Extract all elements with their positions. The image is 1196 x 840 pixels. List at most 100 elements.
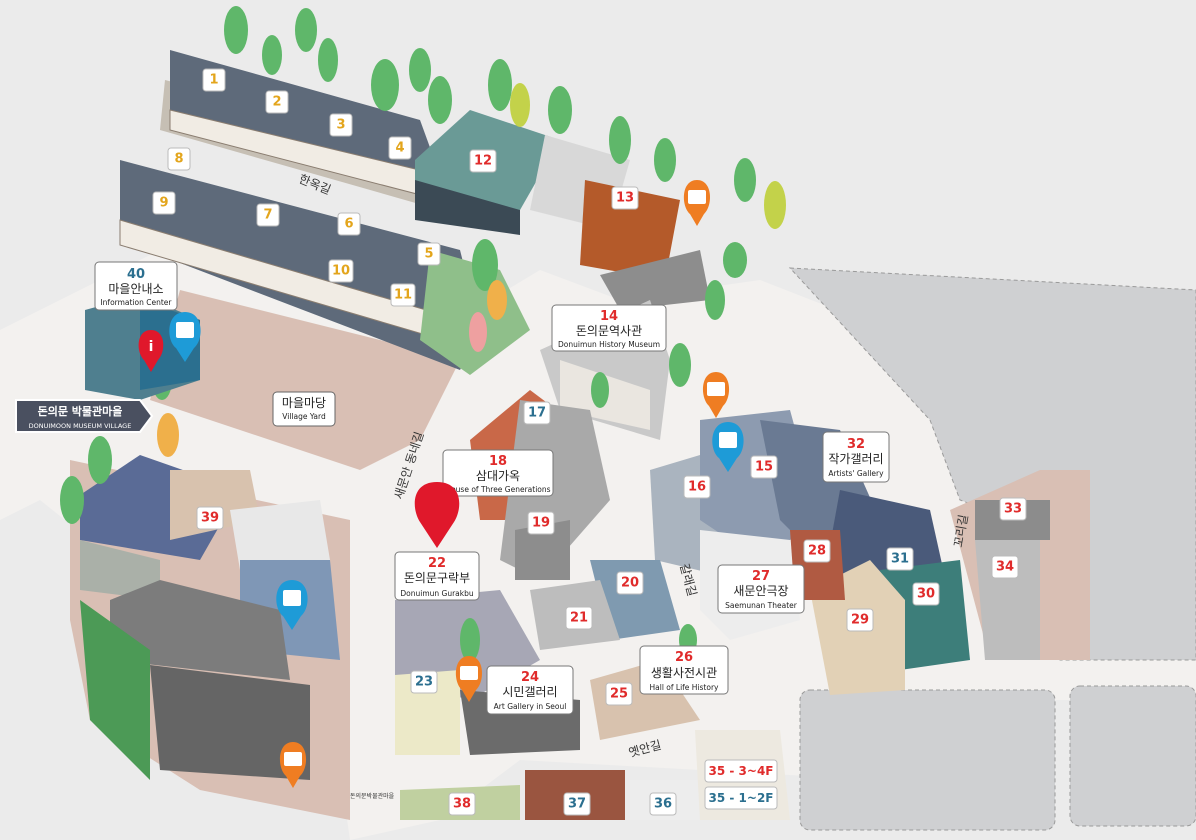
elevator-icon-2[interactable]: [702, 372, 730, 418]
svg-text:Artists' Gallery: Artists' Gallery: [828, 469, 884, 478]
svg-text:22: 22: [428, 556, 446, 571]
svg-text:Donuimun Gurakbu: Donuimun Gurakbu: [400, 589, 473, 598]
label-citizen-gallery[interactable]: 24 시민갤러리 Art Gallery in Seoul: [486, 665, 574, 715]
floors-badge-upper[interactable]: 35 - 3~4F: [704, 759, 778, 783]
svg-text:35 - 1~2F: 35 - 1~2F: [709, 791, 774, 805]
svg-text:18: 18: [489, 454, 507, 469]
village-sign: 돈의문 박물관마을 DONUIMOON MUSEUM VILLAGE: [15, 399, 154, 433]
svg-text:24: 24: [521, 670, 539, 685]
svg-text:Donuimun History Museum: Donuimun History Museum: [558, 340, 660, 349]
trees: [60, 6, 786, 662]
hanok-number-badges: 1 2 3 4 8 9 7 6 5 10 11: [152, 68, 441, 307]
badge-4[interactable]: 4: [388, 136, 412, 160]
restroom-icon-3[interactable]: [276, 580, 308, 630]
svg-text:25: 25: [610, 687, 628, 702]
svg-text:19: 19: [532, 516, 550, 531]
svg-text:30: 30: [917, 587, 935, 602]
badge-33[interactable]: 33: [999, 497, 1027, 521]
svg-text:28: 28: [808, 544, 826, 559]
label-life-history[interactable]: 26 생활사전시관 Hall of Life History: [639, 645, 729, 695]
badge-2[interactable]: 2: [265, 90, 289, 114]
label-artists-gallery[interactable]: 32 작가갤러리 Artists' Gallery: [822, 431, 890, 483]
svg-text:7: 7: [263, 208, 272, 223]
open-plaza-2: [799, 689, 1056, 831]
badge-5[interactable]: 5: [417, 242, 441, 266]
badge-25[interactable]: 25: [605, 682, 633, 706]
building-33-34: [975, 500, 1050, 660]
svg-text:Information Center: Information Center: [100, 298, 172, 307]
svg-text:9: 9: [159, 196, 168, 211]
svg-text:새문안극장: 새문안극장: [733, 584, 788, 598]
svg-text:마을마당: 마을마당: [282, 396, 326, 410]
badge-21[interactable]: 21: [565, 606, 593, 630]
badge-34[interactable]: 34: [991, 555, 1019, 579]
svg-text:House of Three Generations: House of Three Generations: [445, 485, 550, 494]
badge-3[interactable]: 3: [329, 113, 353, 137]
svg-text:6: 6: [344, 217, 353, 232]
badge-20[interactable]: 20: [616, 571, 644, 595]
svg-text:15: 15: [755, 460, 773, 475]
svg-text:17: 17: [528, 406, 546, 421]
svg-text:39: 39: [201, 511, 219, 526]
svg-text:40: 40: [127, 267, 145, 282]
elevator-icon-4[interactable]: [279, 742, 307, 788]
badge-23[interactable]: 23: [410, 670, 438, 694]
svg-text:4: 4: [395, 141, 404, 156]
badge-6[interactable]: 6: [337, 212, 361, 236]
info-icon[interactable]: i: [138, 330, 164, 372]
badge-29[interactable]: 29: [846, 608, 874, 632]
badge-36[interactable]: 36: [649, 792, 677, 816]
badge-12[interactable]: 12: [469, 149, 497, 173]
svg-text:돈의문구락부: 돈의문구락부: [404, 571, 470, 585]
svg-text:돈의문역사관: 돈의문역사관: [576, 324, 642, 338]
badge-31[interactable]: 31: [886, 547, 914, 571]
label-three-generations[interactable]: 18 삼대가옥 House of Three Generations: [442, 449, 554, 497]
badge-15[interactable]: 15: [750, 455, 778, 479]
badge-1[interactable]: 1: [202, 68, 226, 92]
label-history-museum[interactable]: 14 돈의문역사관 Donuimun History Museum: [551, 304, 667, 352]
svg-text:38: 38: [453, 797, 471, 812]
location-pin-icon[interactable]: [414, 482, 460, 548]
open-plaza-3: [1069, 685, 1196, 827]
badge-19[interactable]: 19: [527, 511, 555, 535]
elevator-icon-3[interactable]: [455, 656, 483, 702]
badge-7[interactable]: 7: [256, 203, 280, 227]
open-plaza: [788, 267, 1196, 661]
badge-11[interactable]: 11: [390, 283, 416, 307]
svg-text:29: 29: [851, 613, 869, 628]
badge-39[interactable]: 39: [196, 506, 224, 530]
floors-badge-lower[interactable]: 35 - 1~2F: [704, 786, 778, 810]
svg-text:12: 12: [474, 154, 492, 169]
road-kkori-label: 꼬리길: [951, 513, 971, 548]
badge-30[interactable]: 30: [912, 582, 940, 606]
svg-text:31: 31: [891, 552, 909, 567]
building-39-complex: [80, 455, 340, 780]
svg-text:i: i: [149, 339, 154, 355]
badge-28[interactable]: 28: [803, 539, 831, 563]
label-info-center[interactable]: 40 마을안내소 Information Center: [94, 261, 178, 311]
elevator-icon[interactable]: [683, 180, 711, 226]
svg-text:23: 23: [415, 675, 433, 690]
badge-10[interactable]: 10: [328, 259, 354, 283]
svg-text:27: 27: [752, 569, 770, 584]
badge-9[interactable]: 9: [152, 191, 176, 215]
svg-text:33: 33: [1004, 502, 1022, 517]
svg-text:Saemunan Theater: Saemunan Theater: [725, 601, 798, 610]
restroom-icon-2[interactable]: [712, 422, 744, 472]
badge-37[interactable]: 37: [563, 792, 591, 816]
label-gurakbu[interactable]: 22 돈의문구락부 Donuimun Gurakbu: [394, 551, 480, 601]
badge-16[interactable]: 16: [683, 475, 711, 499]
svg-text:10: 10: [332, 264, 350, 279]
storefront-sign: 돈의문박물관마을: [350, 792, 395, 800]
svg-text:13: 13: [616, 191, 634, 206]
badge-17[interactable]: 17: [523, 401, 551, 425]
badge-13[interactable]: 13: [611, 186, 639, 210]
svg-text:34: 34: [996, 560, 1014, 575]
restroom-icon[interactable]: [169, 312, 201, 362]
label-theater[interactable]: 27 새문안극장 Saemunan Theater: [717, 564, 805, 614]
village-yard-ground: [150, 290, 460, 470]
badge-38[interactable]: 38: [448, 792, 476, 816]
badge-8[interactable]: 8: [167, 147, 191, 171]
svg-text:35 - 3~4F: 35 - 3~4F: [709, 764, 774, 778]
